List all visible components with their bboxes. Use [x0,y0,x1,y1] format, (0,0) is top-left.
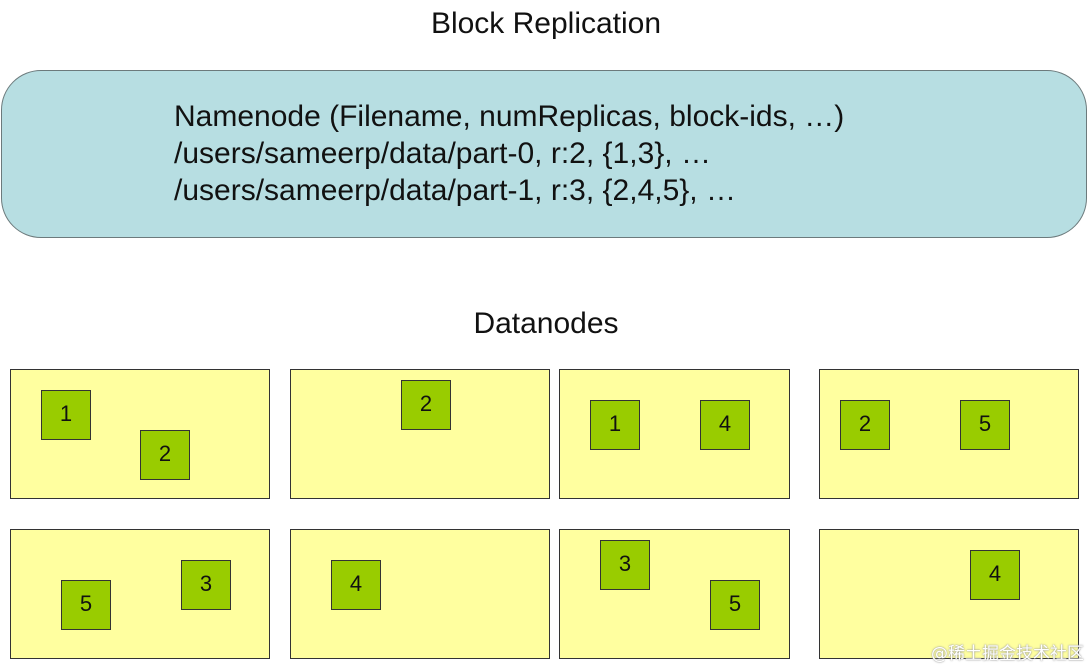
datanodes-title: Datanodes [473,307,619,340]
namenode-box: Namenode (Filename, numReplicas, block-i… [1,70,1087,238]
block: 4 [970,550,1020,600]
block: 5 [61,580,111,630]
block: 2 [840,400,890,450]
block: 2 [401,380,451,430]
namenode-header-line: Namenode (Filename, numReplicas, block-i… [174,100,845,133]
watermark: @稀土掘金技术社区 [931,644,1084,664]
diagram-title: Block Replication [430,7,662,40]
datanode-7: 3 5 [559,529,790,659]
namenode-file-entry-part-0: /users/sameerp/data/part-0, r:2, {1,3}, … [174,137,711,170]
datanode-8: 4 [819,529,1079,659]
datanode-4: 2 5 [819,369,1079,499]
datanode-2: 2 [290,369,550,499]
datanode-5: 5 3 [10,529,270,659]
datanode-1: 1 2 [10,369,270,499]
block: 5 [960,400,1010,450]
block: 5 [710,580,760,630]
block: 4 [331,560,381,610]
block: 1 [590,400,640,450]
block: 1 [41,390,91,440]
block: 3 [181,560,231,610]
block: 2 [140,430,190,480]
datanode-6: 4 [290,529,550,659]
datanode-3: 1 4 [559,369,790,499]
block: 3 [600,540,650,590]
namenode-file-entry-part-1: /users/sameerp/data/part-1, r:3, {2,4,5}… [174,174,736,207]
block: 4 [700,400,750,450]
